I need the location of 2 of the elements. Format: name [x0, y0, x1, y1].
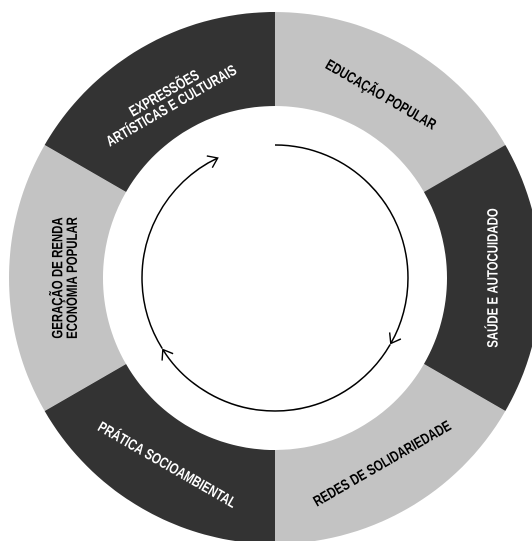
ring-segment: GERAÇÃO DE RENDA ECONOMIA POPULAR	[9, 145, 126, 411]
ring-segment: SAÚDE E AUTOCUIDADO	[424, 145, 532, 411]
